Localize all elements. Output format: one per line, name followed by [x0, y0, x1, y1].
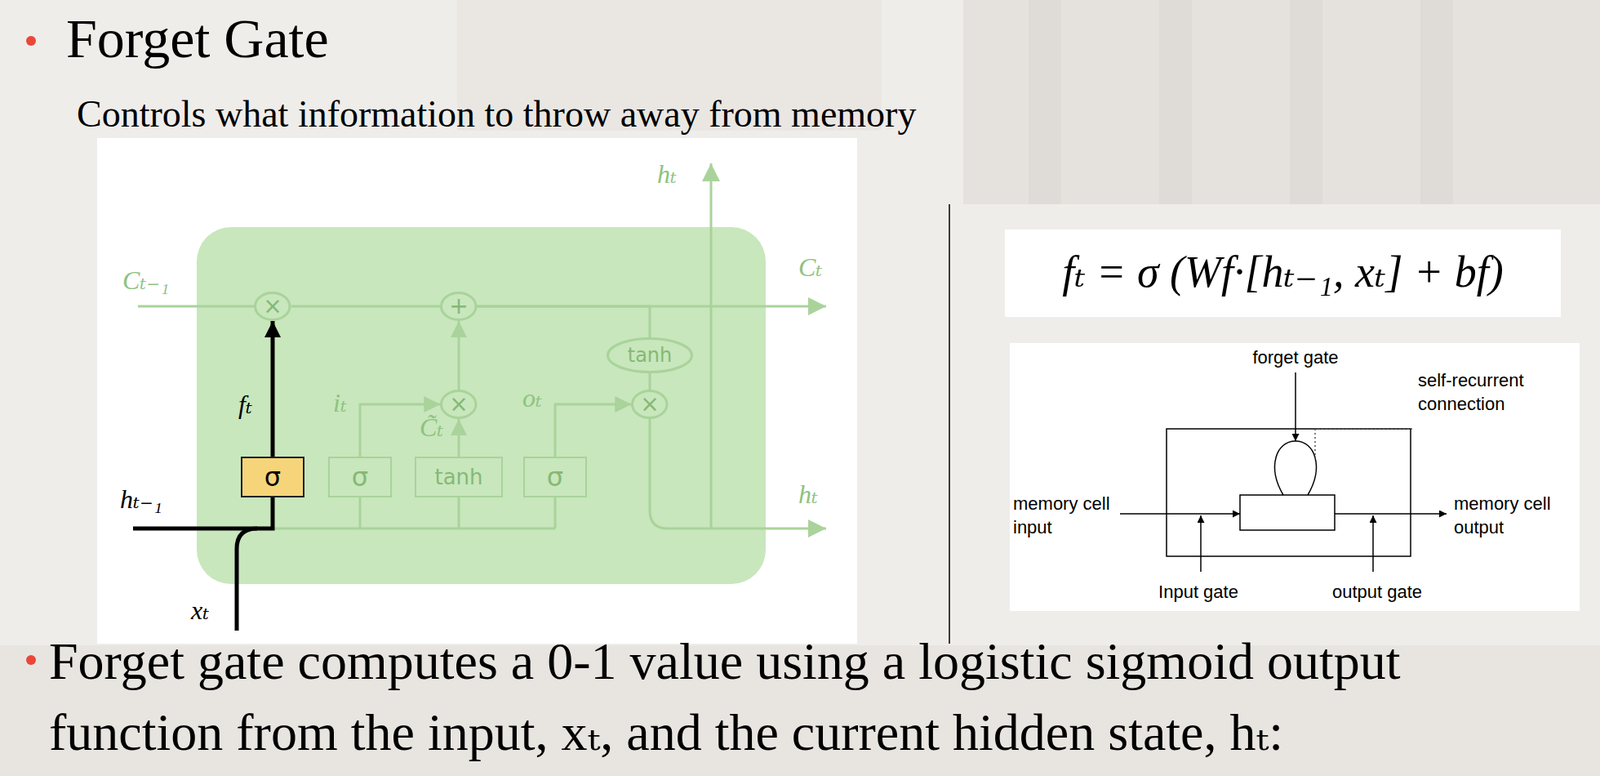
- signal-label: hₜ₋₁: [120, 484, 163, 514]
- sigmoid-gate: σ: [240, 456, 305, 498]
- signal-connector: [555, 404, 632, 457]
- pointwise-multiply: ×: [631, 389, 668, 419]
- tanh-layer: tanh: [414, 456, 503, 498]
- node-text: σ: [264, 463, 281, 490]
- signal-label: Cₜ₋₁: [122, 266, 169, 295]
- signal-connector: [477, 306, 650, 338]
- signal-connector: [291, 305, 441, 308]
- slide-title: Forget Gate: [66, 8, 329, 70]
- node-text: tanh: [434, 466, 483, 488]
- signal-connector: [457, 320, 461, 390]
- lstm-wires: [133, 163, 827, 631]
- signal-label: xₜ: [191, 595, 209, 625]
- diagram-label: output gate: [1332, 580, 1423, 605]
- sigmoid-gate: σ: [523, 456, 587, 498]
- subtitle: Controls what information to throw away …: [76, 91, 916, 137]
- body-text: Forget gate computes a 0-1 value using a…: [48, 625, 1552, 768]
- pointwise-multiply: ×: [253, 291, 291, 321]
- signal-label: hₜ: [657, 160, 677, 189]
- signal-connector: [271, 320, 276, 457]
- node-text: +: [448, 294, 468, 318]
- diagram-label: memory cell output: [1453, 492, 1565, 539]
- lstm-cell-body: [196, 226, 766, 584]
- signal-label: Cₜ: [798, 253, 823, 282]
- gate-output-label: C̃ₜ: [419, 413, 444, 442]
- signal-connector: [648, 373, 652, 390]
- gate-output-label: iₜ: [333, 388, 347, 418]
- bullet: [26, 35, 36, 46]
- diagram-label: Input gate: [1158, 580, 1239, 605]
- gate-output-label: fₜ: [238, 390, 253, 419]
- tanh-activation: tanh: [606, 337, 694, 374]
- pointwise-multiply: ×: [440, 389, 477, 419]
- formula-panel: [1004, 229, 1561, 317]
- gate-output-label: oₜ: [522, 383, 543, 413]
- signal-label: hₜ: [798, 480, 818, 509]
- diagram-label: self-recurrent connection: [1417, 368, 1541, 416]
- signal-connector: [457, 418, 461, 457]
- memory-cell-figure: [1120, 372, 1447, 572]
- node-text: σ: [351, 463, 369, 490]
- figure-panel: [1009, 342, 1580, 611]
- diagram-label: forget gate: [1252, 346, 1338, 370]
- node-text: ×: [448, 392, 468, 416]
- equation: fₜ = σ (Wf·[hₜ₋₁, xₜ] + bf): [1006, 248, 1560, 297]
- figure-panel: [97, 137, 858, 644]
- pointwise-add: +: [440, 291, 477, 321]
- node-text: ×: [640, 392, 659, 416]
- node-text: tanh: [627, 345, 673, 365]
- diagram-label: memory cell input: [1013, 492, 1124, 539]
- sigmoid-gate: σ: [328, 456, 392, 498]
- divider-line: [948, 204, 951, 644]
- node-text: ×: [262, 294, 282, 318]
- node-text: σ: [546, 463, 564, 490]
- bullet: [26, 654, 36, 665]
